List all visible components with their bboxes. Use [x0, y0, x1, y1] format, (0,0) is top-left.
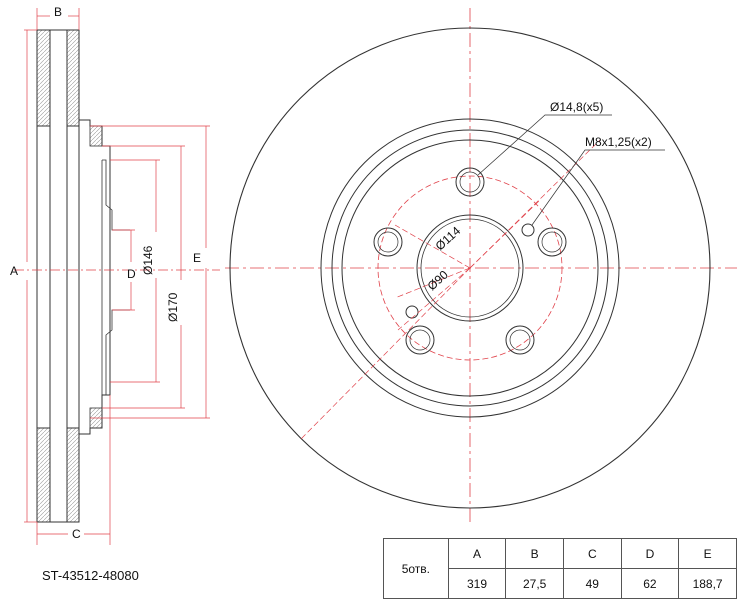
- dim-a-label: A: [10, 264, 18, 278]
- spec-header-c: C: [563, 538, 622, 569]
- hat-inner-edge: [341, 139, 599, 397]
- hat-section-outline: [78, 119, 111, 435]
- spec-value-e: 188,7: [678, 568, 737, 599]
- spec-header-row: 5отв. A B C D E: [383, 538, 737, 599]
- bolt-holes: [373, 167, 567, 355]
- center-bore-label: Ø90: [425, 267, 451, 293]
- bolt-hole: [537, 227, 567, 257]
- dim-b-label: B: [54, 5, 62, 19]
- holes-count-cell: 5отв.: [383, 538, 449, 599]
- bolt-holes-label: Ø14,8(x5): [550, 100, 603, 114]
- spec-table: 5отв. A B C D E 319 27,5 49 62 188,7: [383, 538, 737, 599]
- dim-c-label: C: [72, 527, 81, 541]
- leader-threads: [531, 149, 665, 226]
- bolt-hole: [405, 325, 435, 355]
- side-view: A B C D Ø146 Ø170 E: [10, 5, 220, 545]
- dim-d146-label: Ø146: [141, 245, 155, 275]
- front-view: Ø14,8(x5) M8x1,25(x2) Ø114 Ø90: [225, 8, 737, 525]
- spec-header-a: A: [447, 538, 507, 569]
- thread-hole: [405, 305, 419, 319]
- spec-value-a: 319: [447, 568, 507, 599]
- friction-inner-edge: [320, 118, 620, 418]
- hat-outer-edge: [331, 129, 609, 407]
- center-bore-inner: [420, 218, 520, 318]
- bolt-hole: [505, 325, 535, 355]
- spec-value-c: 49: [563, 568, 622, 599]
- pcd-label: Ø114: [433, 224, 464, 254]
- disc-outer-edge: [229, 27, 711, 509]
- threads-label: M8x1,25(x2): [585, 135, 652, 149]
- dim-d170-label: Ø170: [166, 292, 180, 322]
- leader-bolt-holes: [477, 114, 612, 176]
- center-bore-outer: [416, 214, 524, 322]
- spec-header-b: B: [505, 538, 565, 569]
- spec-value-row: 319 27,5 49 62 188,7: [384, 568, 737, 599]
- bolt-hole: [373, 227, 403, 257]
- outer-ring-top-left: [36, 29, 51, 127]
- pcd-circle: [377, 175, 563, 361]
- outer-ring-bottom-right: [66, 427, 80, 523]
- outer-ring-top-right: [66, 29, 80, 127]
- bolt-hole: [455, 167, 485, 197]
- hat-wall-top: [89, 125, 103, 147]
- spec-value-b: 27,5: [505, 568, 565, 599]
- outer-ring-bottom-left: [36, 427, 51, 523]
- part-number: ST-43512-48080: [42, 568, 139, 583]
- dim-e-label: E: [193, 251, 201, 265]
- spec-header-d: D: [620, 538, 680, 569]
- spec-value-d: 62: [620, 568, 680, 599]
- thread-hole: [521, 223, 535, 237]
- spec-header-e: E: [678, 538, 737, 569]
- dim-d-label: D: [127, 267, 136, 281]
